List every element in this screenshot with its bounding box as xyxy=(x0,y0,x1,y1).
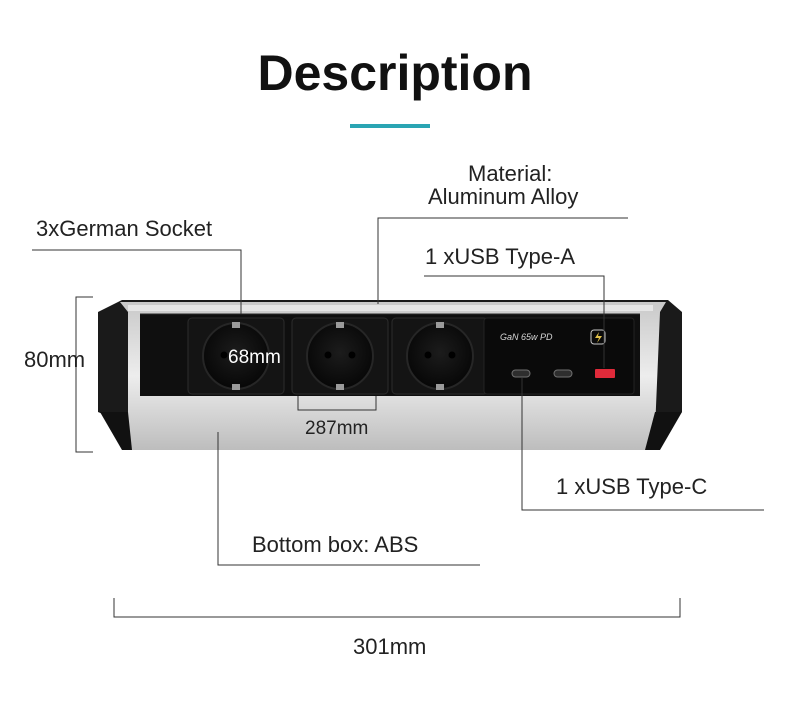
usb-a-port xyxy=(595,369,615,378)
leader-german-socket xyxy=(32,249,242,314)
material-label-line1: Material: xyxy=(468,161,553,186)
german-socket-2 xyxy=(291,317,389,395)
bottom-box-right xyxy=(645,412,682,450)
usb-c-port-1 xyxy=(511,369,531,378)
total-length-bracket xyxy=(113,598,681,618)
leader-usb-a xyxy=(424,275,605,368)
usb-module: GaN 65w PD xyxy=(483,317,635,395)
german-socket-3 xyxy=(391,317,489,395)
socket-pitch-bracket xyxy=(297,396,377,411)
leader-usb-c xyxy=(521,378,764,511)
usb-c-port-2 xyxy=(553,369,573,378)
leader-material xyxy=(377,217,628,304)
height-dimension: 80mm xyxy=(24,347,86,372)
bottom-box-label: Bottom box: ABS xyxy=(252,532,419,557)
leader-bottom-box xyxy=(217,432,480,566)
height-bracket xyxy=(75,296,93,453)
module-brand-text: GaN 65w PD xyxy=(500,332,553,342)
title-accent-bar xyxy=(350,124,430,128)
socket-pitch-dimension: 287mm xyxy=(305,418,369,439)
usb-c-label: 1 xUSB Type-C xyxy=(556,474,708,499)
usb-a-label: 1 xUSB Type-A xyxy=(425,244,575,269)
material-label-line2: Aluminum Alloy xyxy=(428,184,579,209)
socket-diameter-dimension: 68mm xyxy=(228,347,281,368)
lightning-icon xyxy=(590,329,606,345)
total-length-dimension: 301mm xyxy=(353,634,427,659)
german-socket-label: 3xGerman Socket xyxy=(36,216,213,241)
german-socket-1 xyxy=(187,317,285,395)
page-title: Description xyxy=(257,45,533,101)
bottom-box-left xyxy=(100,412,132,450)
